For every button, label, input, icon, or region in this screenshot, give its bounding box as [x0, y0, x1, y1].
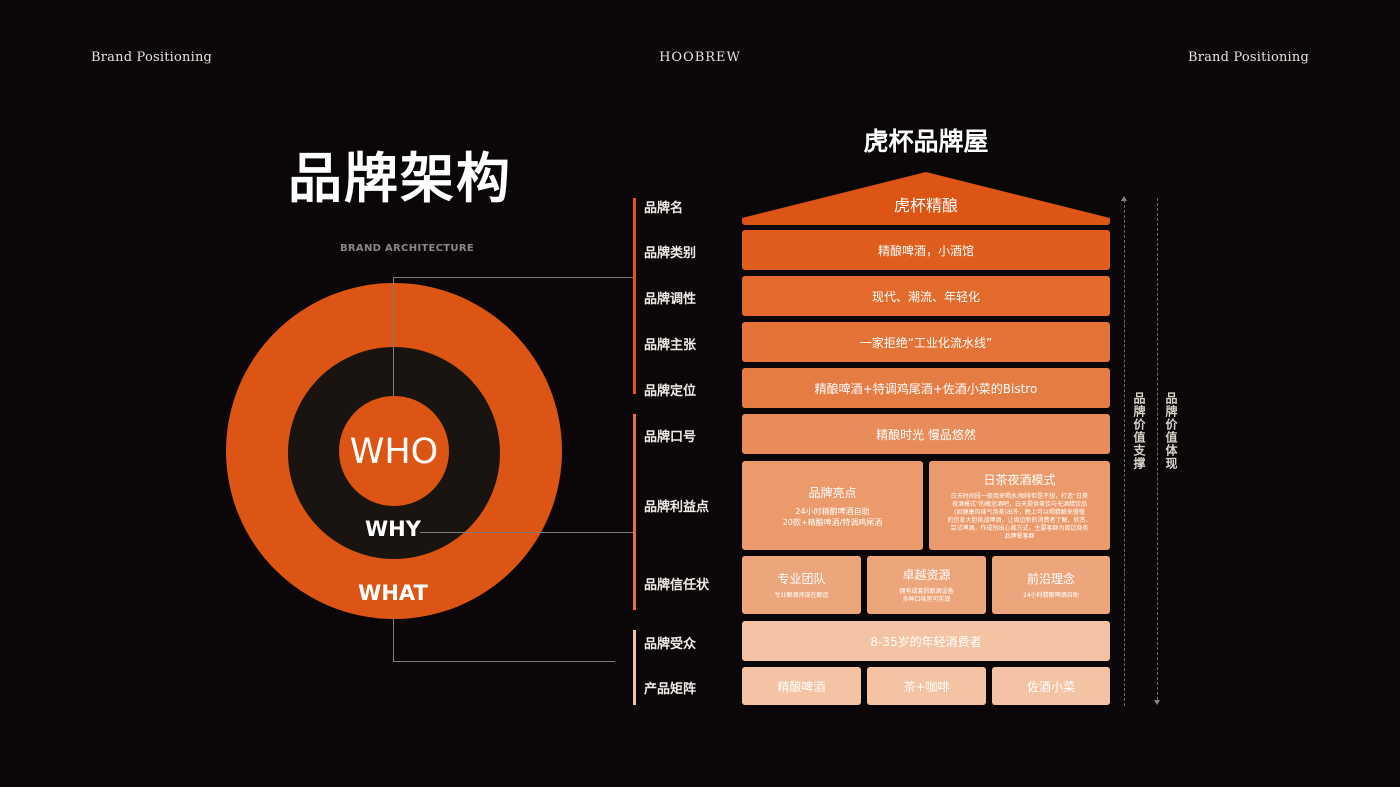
label-product-matrix: 产品矩阵 [644, 682, 697, 697]
benefit-card-day-tea-night-wine: 日茶夜酒模式 白天时间段一般用来喝水/咖啡但是不想，打造“日茶 夜酒模式”的概念… [929, 461, 1110, 550]
group-bar-who [633, 198, 636, 394]
connector-who-vertical [393, 277, 394, 396]
side-label-value-support: 品牌价值支撑 [1132, 392, 1146, 470]
connector-what-horizontal [393, 661, 615, 662]
row-proposition-text: 一家拒绝“工业化流水线” [859, 335, 993, 350]
value-axis-down-arrow-icon [1154, 700, 1160, 705]
label-brand-slogan: 品牌口号 [644, 430, 697, 445]
support-axis-line [1124, 200, 1125, 706]
trust-card-team: 专业团队 专业酿酒师现在酿造 [742, 556, 861, 614]
trust-title: 前沿理念 [1026, 572, 1075, 586]
benefit-line: 20款+精酿啤酒/特调鸡尾酒 [782, 517, 883, 527]
product-name: 精酿啤酒 [777, 679, 826, 694]
row-slogan: 精酿时光 慢品悠然 [742, 414, 1110, 454]
house-roof [742, 172, 1110, 225]
trust-line: 专业酿酒师现在酿造 [774, 592, 829, 599]
row-category-text: 精酿啤酒，小酒馆 [877, 243, 974, 258]
connector-who-horizontal [393, 277, 633, 278]
label-brand-tone: 品牌调性 [644, 292, 697, 307]
benefit-line: 24小时精酿啤酒自助 [795, 506, 870, 516]
group-bar-what [633, 630, 636, 705]
side-label-value-expression: 品牌价值体现 [1164, 392, 1178, 470]
benefit-line: 夜酒模式”的概念酒吧，白天提供茶饮与无酒精饮品 [951, 500, 1088, 508]
row-tone-text: 现代、潮流、年轻化 [871, 289, 980, 304]
label-brand-benefits: 品牌利益点 [644, 500, 710, 515]
product-name: 佐酒小菜 [1026, 679, 1075, 694]
house-title: 虎杯品牌屋 [863, 127, 989, 156]
row-positioning: 精酿啤酒+特调鸡尾酒+佐酒小菜的Bistro [742, 368, 1110, 408]
benefit-line: (如健康风味气泡茶)出外，晚上可以喝精酿来慢慢 [954, 508, 1085, 516]
brand-logo-text: HOOBREW [659, 50, 741, 65]
trust-line: 拥有成套的酿酒设备 [899, 588, 954, 595]
connector-why-horizontal [420, 532, 633, 533]
benefit-title: 品牌亮点 [808, 485, 857, 500]
row-category: 精酿啤酒，小酒馆 [742, 230, 1110, 270]
ring-label-who: WHO [349, 432, 439, 472]
benefit-line: 品牌餐客群 [1004, 532, 1035, 540]
product-card-tea-coffee: 茶+咖啡 [867, 667, 986, 705]
label-brand-name: 品牌名 [644, 201, 684, 216]
product-name: 茶+咖啡 [903, 679, 950, 694]
connector-what-vertical [393, 617, 394, 661]
group-bar-why [633, 414, 636, 610]
trust-line: 24小时精酿啤酒自助 [1023, 592, 1079, 599]
row-audience: 8-35岁的年轻消费者 [742, 621, 1110, 661]
ring-label-what: WHAT [358, 581, 428, 605]
trust-card-concept: 前沿理念 24小时精酿啤酒自助 [992, 556, 1110, 614]
header-left-label: Brand Positioning [91, 50, 213, 65]
label-brand-audience: 品牌受众 [644, 637, 697, 652]
label-brand-proposition: 品牌主张 [644, 338, 697, 353]
trust-card-resources: 卓越资源 拥有成套的酿酒设备 多种口味皆可实现 [867, 556, 986, 614]
ring-who [339, 396, 449, 506]
trust-title: 专业团队 [777, 572, 826, 586]
product-card-snacks: 佐酒小菜 [992, 667, 1110, 705]
page-title: 品牌架构 [288, 147, 512, 210]
benefit-title: 日茶夜酒模式 [983, 472, 1056, 487]
benefit-line: 的信息大胆挑战啤酒，让周边新的消费者了解、欣赏、 [947, 516, 1092, 524]
value-axis-line [1157, 198, 1158, 700]
header-right-label: Brand Positioning [1187, 50, 1309, 65]
row-proposition: 一家拒绝“工业化流水线” [742, 322, 1110, 362]
row-audience-text: 8-35岁的年轻消费者 [870, 634, 982, 649]
benefit-line: 白天时间段一般用来喝水/咖啡但是不想，打造“日茶 [950, 492, 1089, 500]
ring-label-why: WHY [365, 517, 421, 541]
product-card-craft-beer: 精酿啤酒 [742, 667, 861, 705]
benefit-card-highlights: 品牌亮点 24小时精酿啤酒自助 20款+精酿啤酒/特调鸡尾酒 [742, 461, 923, 550]
label-brand-positioning: 品牌定位 [644, 384, 697, 399]
label-brand-category: 品牌类别 [644, 246, 697, 261]
row-tone: 现代、潮流、年轻化 [742, 276, 1110, 316]
roof-brand-name: 虎杯精酿 [893, 196, 958, 215]
trust-title: 卓越资源 [902, 568, 951, 582]
row-positioning-text: 精酿啤酒+特调鸡尾酒+佐酒小菜的Bistro [814, 381, 1038, 396]
trust-line: 多种口味皆可实现 [902, 596, 951, 603]
row-slogan-text: 精酿时光 慢品悠然 [876, 427, 976, 442]
page-subtitle: BRAND ARCHITECTURE [340, 243, 474, 254]
support-axis-up-arrow-icon [1121, 196, 1127, 201]
label-brand-trust: 品牌信任状 [644, 578, 710, 593]
benefit-line: 尝试啤酒，作成别出心裁方式，主要客群为周边商务 [950, 524, 1089, 532]
